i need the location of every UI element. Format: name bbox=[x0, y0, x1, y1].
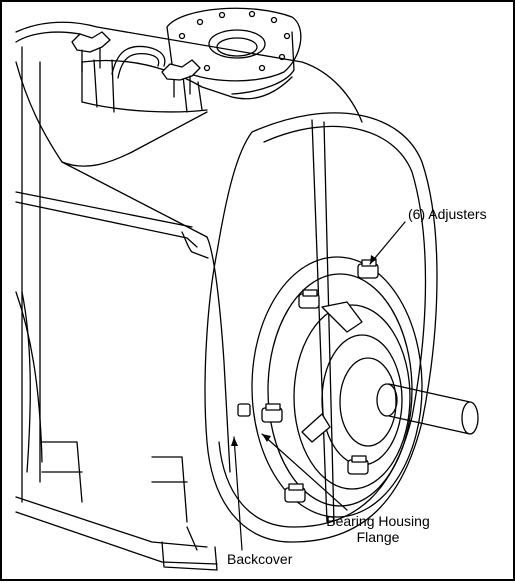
pump-casing bbox=[15, 21, 363, 503]
leader-lines bbox=[231, 221, 406, 551]
adjusters-callout: (6) Adjusters bbox=[408, 206, 487, 222]
adjusters-leader bbox=[369, 221, 406, 265]
bearing-housing-flange-callout: Bearing Housing Flange bbox=[326, 513, 430, 545]
inlet-flange bbox=[71, 7, 302, 113]
backcover bbox=[204, 112, 438, 543]
pump-base bbox=[15, 441, 218, 571]
backcover-leader bbox=[233, 436, 243, 551]
adjuster-bolts bbox=[237, 259, 379, 503]
backcover-callout: Backcover bbox=[227, 551, 293, 567]
bearing-housing-flange bbox=[251, 256, 423, 518]
bearing-flange-leader bbox=[261, 433, 348, 511]
pump-shaft bbox=[376, 383, 479, 435]
